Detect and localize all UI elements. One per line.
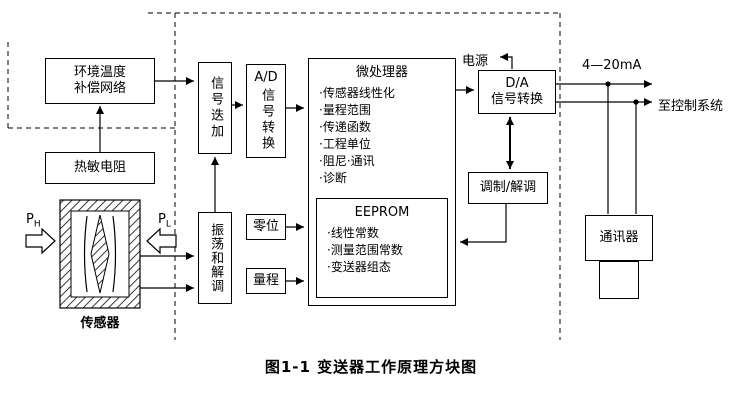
dashed-boundaries	[7, 12, 561, 340]
eeprom-title: EEPROM	[354, 205, 410, 220]
junction-dots	[605, 81, 639, 105]
thermistor-label: 热敏电阻	[73, 159, 126, 175]
sensor-plate-right	[112, 215, 117, 293]
figure-caption: 图1-1 变送器工作原理方块图	[264, 358, 478, 376]
p-low-sub: L	[165, 219, 171, 230]
sensor-label: 传感器	[80, 316, 120, 331]
zero-label: 零位	[252, 218, 279, 234]
power-label: 电源	[462, 54, 489, 69]
sensor-plate-left	[83, 215, 88, 293]
pressure-high-label: PH	[26, 212, 41, 230]
oscillation-demodulation-box: 振荡和解调	[198, 212, 232, 304]
communicator-handle	[599, 261, 639, 299]
da-title: D/A	[505, 75, 529, 91]
eeprom-item: ·线性常数	[327, 226, 379, 241]
arrow-moddemod-to-eeprom	[460, 204, 507, 246]
micro-item: ·量程范围	[319, 103, 371, 118]
eeprom-item: ·变送器组态	[327, 260, 391, 275]
modulation-demodulation-box: 调制/解调	[468, 172, 548, 204]
sensor-drawing	[25, 199, 177, 309]
ad-label: 信号转换	[259, 88, 275, 153]
thermistor-box: 热敏电阻	[45, 152, 155, 184]
signal-superposition-box: 信号迭加	[198, 62, 232, 154]
communicator-box: 通讯器	[585, 215, 653, 261]
eeprom-item: ·测量范围常数	[327, 243, 403, 258]
p-high-sub: H	[33, 219, 41, 230]
p-low-main: P	[158, 212, 166, 227]
micro-item: ·传递函数	[319, 120, 371, 135]
signal-superposition-label: 信号迭加	[208, 76, 224, 140]
junction-dot-2	[633, 99, 639, 105]
sensor-diaphragm	[90, 214, 110, 294]
current-range-label: 4—20mA	[582, 58, 642, 73]
microprocessor-items: ·传感器线性化 ·量程范围 ·传递函数 ·工程单位 ·阻尼·通讯 ·诊断	[309, 85, 455, 187]
temp-compensation-line1: 环境温度	[73, 64, 126, 80]
modulation-demodulation-label: 调制/解调	[479, 179, 537, 195]
pressure-arrow-high	[25, 227, 56, 255]
ad-title: A/D	[254, 69, 278, 85]
arrow-power-feed	[500, 53, 513, 69]
micro-item: ·工程单位	[319, 137, 371, 152]
micro-item: ·诊断	[319, 171, 347, 186]
microprocessor-title: 微处理器	[355, 65, 408, 80]
temp-compensation-box: 环境温度 补偿网络	[45, 58, 155, 104]
micro-item: ·传感器线性化	[319, 86, 395, 101]
da-label: 信号转换	[490, 92, 543, 107]
da-conversion-box: D/A 信号转换	[478, 70, 556, 114]
to-control-system-label: 至控制系统	[658, 99, 724, 114]
ad-conversion-box: A/D 信号转换	[246, 64, 286, 158]
eeprom-box: EEPROM ·线性常数 ·测量范围常数 ·变送器组态	[316, 198, 448, 298]
micro-item: ·阻尼·通讯	[319, 154, 375, 169]
junction-dot-1	[605, 81, 611, 87]
pressure-low-label: PL	[158, 212, 171, 230]
communicator-label: 通讯器	[599, 229, 639, 245]
span-box: 量程	[246, 268, 286, 294]
pressure-arrow-low	[146, 227, 177, 255]
zero-box: 零位	[246, 214, 286, 240]
p-high-main: P	[26, 212, 34, 227]
eeprom-items: ·线性常数 ·测量范围常数 ·变送器组态	[317, 225, 447, 276]
temp-compensation-line2: 补偿网络	[73, 81, 126, 96]
oscillation-demodulation-label: 振荡和解调	[208, 223, 224, 293]
span-label: 量程	[252, 272, 279, 288]
